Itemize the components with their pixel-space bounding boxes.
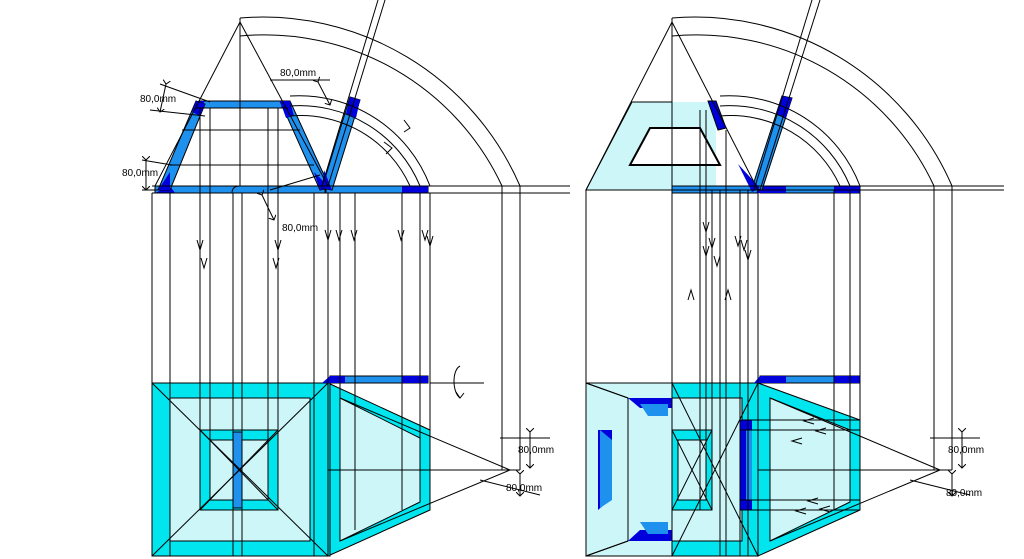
left-projection-lines (151, 108, 521, 556)
right-view: 80,0mm 80,0mm (585, 0, 1004, 557)
left-dimensions: 80,0mm 80,0mm 80,0mm 80,0mm 80,0mm 80,0m… (122, 68, 554, 496)
dim-label-2: 80,0mm (122, 168, 158, 179)
dim-label-4: 80,0mm (282, 223, 318, 234)
left-mid-bars (322, 375, 429, 384)
dim-label-6: 80,0mm (506, 483, 542, 494)
dim-label-right-1: 80,0mm (948, 445, 984, 456)
left-elevation (152, 0, 570, 194)
dim-label-right-2: 80,0mm (946, 488, 982, 499)
left-view: 80,0mm 80,0mm 80,0mm 80,0mm 80,0mm 80,0m… (122, 0, 570, 557)
dim-label-5: 80,0mm (518, 445, 554, 456)
dim-label-3: 80,0mm (280, 68, 316, 79)
left-plan-fills (151, 382, 520, 557)
dim-label-1: 80,0mm (140, 94, 176, 105)
